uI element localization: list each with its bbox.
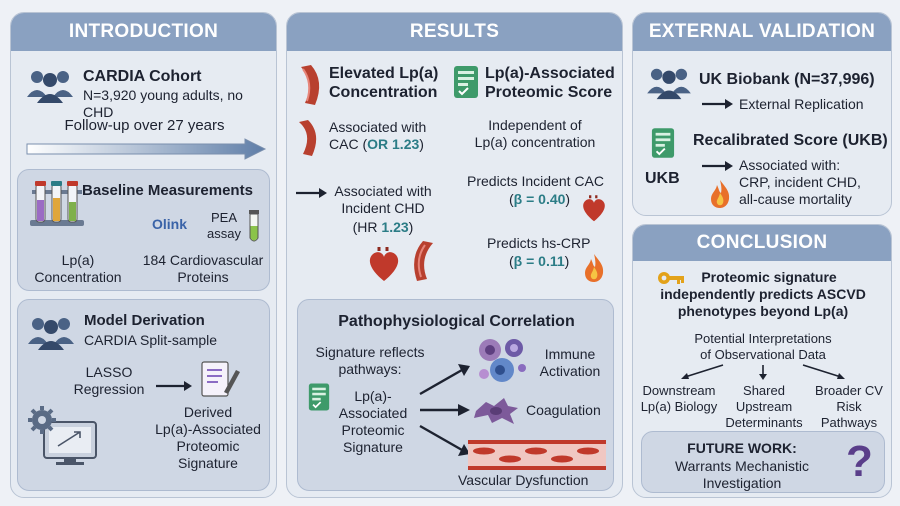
immune-cells-icon: [479, 339, 526, 382]
interp-downstream: Downstream Lp(a) Biology: [640, 383, 718, 414]
gear-monitor-icon: [28, 406, 97, 465]
flame-icon-ukb: [711, 180, 730, 208]
model-subtitle: CARDIA Split-sample: [84, 332, 218, 348]
flame-icon: [585, 254, 604, 282]
replication-label: External Replication: [739, 96, 864, 112]
cohort-title: CARDIA Cohort: [83, 68, 202, 85]
lasso-label: LASSO Regression: [73, 364, 145, 397]
arrow-replication: [702, 99, 733, 109]
ukb-label: UKB: [645, 170, 680, 187]
ukb-title: UK Biobank (N=37,996): [699, 71, 875, 88]
conclusion-header: CONCLUSION: [633, 225, 891, 261]
heart-icon-2: [583, 195, 605, 222]
chd-hr-suffix: ): [408, 219, 414, 235]
vascular-label: Vascular Dysfunction: [458, 472, 589, 488]
document-score-icon: [454, 66, 478, 98]
interpretation-arrows: [681, 364, 845, 380]
artery-icon: [301, 65, 320, 105]
question-mark-icon: ?: [846, 437, 873, 486]
pea-assay-label: PEA assay: [207, 210, 241, 241]
beta-cac-value: β = 0.40: [513, 191, 566, 207]
external-header: EXTERNAL VALIDATION: [633, 13, 891, 51]
interp-shared: Shared Upstream Determinants: [725, 383, 803, 430]
recalibrated-title: Recalibrated Score (UKB): [693, 132, 888, 149]
test-tubes-icon: [30, 181, 84, 226]
beta-crp: (β = 0.11): [509, 253, 569, 270]
cac-or-value: OR 1.23: [367, 136, 420, 152]
future-work-box: FUTURE WORK: Warrants Mechanistic Invest…: [641, 431, 885, 493]
future-work-text: Warrants Mechanistic Investigation: [674, 458, 810, 491]
document-score-icon-2: [308, 383, 330, 411]
results-header: RESULTS: [287, 13, 622, 51]
results-panel: RESULTS Elevated Lp(a) Concentration Lp(…: [286, 12, 623, 498]
pathway-arrows: [419, 364, 470, 456]
coagulation-label: Coagulation: [526, 402, 601, 418]
artery-icon-2: [299, 120, 317, 156]
assay-tube-icon: [249, 210, 259, 242]
people-icon-ukb: [647, 68, 691, 100]
followup-arrow: [26, 138, 267, 160]
introduction-panel: INTRODUCTION CARDIA Cohort N=3,920 young…: [10, 12, 277, 498]
cac-prefix: Associated with CAC (: [329, 119, 427, 152]
model-title: Model Derivation: [84, 312, 205, 329]
people-icon-model: [28, 318, 74, 350]
arrow-associated: [702, 161, 733, 171]
introduction-header: INTRODUCTION: [11, 13, 276, 51]
chd-hr-value: 1.23: [381, 219, 409, 235]
chd-hr: (HR 1.23): [325, 219, 441, 236]
interpretations-label: Potential Interpretations of Observation…: [694, 331, 832, 362]
baseline-title: Baseline Measurements: [82, 182, 253, 199]
proteins-label: 184 Cardiovascular Proteins: [142, 252, 264, 285]
interp-broader: Broader CV Risk Pathways: [815, 383, 883, 430]
beta-crp-prefix: (: [509, 253, 514, 269]
associated-outcomes: Associated with: CRP, incident CHD, all-…: [739, 157, 861, 207]
vessel-icon: [468, 440, 606, 470]
cac-association: Associated with CAC (OR 1.23): [329, 119, 426, 153]
beta-cac: (β = 0.40): [509, 191, 570, 208]
model-derivation-box: Model Derivation CARDIA Split-sample LAS…: [17, 299, 270, 491]
lpa-concentration-label: Lp(a) Concentration: [34, 252, 122, 285]
patho-title: Pathophysiological Correlation: [338, 313, 575, 330]
independent-label: Independent of Lp(a) concentration: [474, 117, 596, 150]
external-validation-panel: EXTERNAL VALIDATION UK Biobank (N=37,996…: [632, 12, 892, 216]
derived-label: Derived Lp(a)-Associated Proteomic Signa…: [155, 404, 261, 471]
heart-icon: [369, 247, 399, 281]
arrow-lasso: [156, 381, 192, 391]
baseline-box: Baseline Measurements Olink PEA assay Lp…: [17, 169, 270, 291]
platelet-icon: [474, 398, 518, 424]
predicts-cac-label: Predicts Incident CAC: [467, 173, 604, 189]
arrow-chd: [296, 188, 327, 198]
future-work-title: FUTURE WORK:: [687, 440, 797, 456]
followup-label: Follow-up over 27 years: [64, 117, 225, 134]
beta-crp-suffix: ): [564, 253, 570, 269]
proteomic-score-title: Lp(a)-Associated Proteomic Score: [485, 65, 615, 101]
cac-suffix: ): [419, 136, 424, 152]
chd-hr-prefix: (HR: [352, 219, 382, 235]
document-pencil-icon: [201, 361, 240, 397]
people-icon: [27, 71, 73, 103]
beta-cac-suffix: ): [565, 191, 571, 207]
cohort-desc: N=3,920 young adults, no CHD: [83, 87, 243, 120]
immune-label: Immune Activation: [539, 346, 601, 379]
signature-label: Lp(a)- Associated Proteomic Signature: [338, 388, 408, 455]
olink-label: Olink: [152, 216, 188, 232]
predicts-crp-label: Predicts hs-CRP: [487, 235, 591, 251]
elevated-lpa-title: Elevated Lp(a) Concentration: [329, 65, 439, 101]
document-score-icon-ukb: [651, 128, 675, 158]
beta-crp-value: β = 0.11: [513, 253, 565, 269]
conclusion-main: Proteomic signature independently predic…: [660, 269, 866, 319]
beta-cac-prefix: (: [509, 191, 514, 207]
conclusion-panel: CONCLUSION Proteomic signature independe…: [632, 224, 892, 498]
key-icon: [658, 272, 684, 284]
chd-association: Associated with Incident CHD: [334, 183, 432, 216]
reflects-label: Signature reflects pathways:: [315, 344, 425, 377]
patho-box: Pathophysiological Correlation Signature…: [297, 299, 614, 491]
artery-icon-3: [414, 241, 433, 281]
